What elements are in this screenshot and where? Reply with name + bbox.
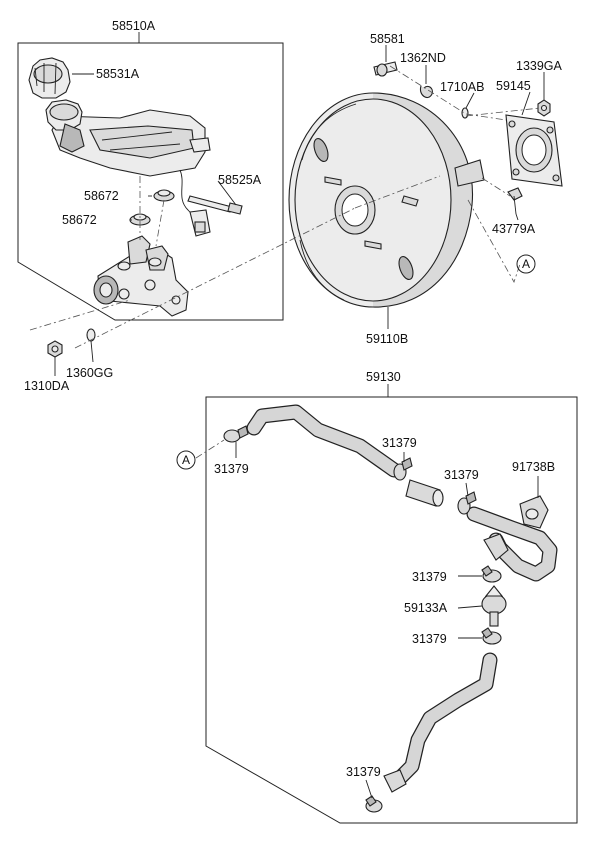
hose-connector[interactable] [405,479,444,507]
label-43779a: 43779A [492,222,536,236]
grommet-lower[interactable] [129,213,151,226]
label-31379-1: 31379 [214,462,249,476]
gasket-59145[interactable] [505,114,563,187]
o-ring[interactable] [461,107,469,119]
label-58510a: 58510A [112,19,156,33]
sensor-screw[interactable] [187,195,243,215]
hose-assembly-frame [205,396,578,824]
label-1710ab: 1710AB [440,80,484,94]
brake-booster[interactable] [288,92,485,308]
reference-a-upper: A [516,254,536,274]
label-1360gg: 1360GG [66,366,113,380]
master-cylinder-frame [17,42,284,321]
label-58672-upper: 58672 [84,189,119,203]
label-91738b: 91738B [512,460,555,474]
label-31379-2: 31379 [382,436,417,450]
snap-pin[interactable] [419,85,433,98]
label-1310da: 1310DA [24,379,70,393]
reference-a-lower: A [176,450,196,470]
grommet-upper[interactable] [153,189,175,202]
label-31379-3: 31379 [444,468,479,482]
hose-end-fitting[interactable] [383,769,407,793]
label-59110b: 59110B [366,332,408,346]
label-1362nd: 1362ND [400,51,446,65]
master-cylinder-body[interactable] [93,235,189,317]
label-59145: 59145 [496,79,531,93]
label-31379-5: 31379 [412,632,447,646]
label-31379-4: 31379 [412,570,447,584]
nut-1339ga[interactable] [537,99,551,117]
hose-elbow[interactable] [483,533,509,561]
label-58525a: 58525A [218,173,262,187]
label-59133a: 59133A [404,601,448,615]
reservoir-cap[interactable] [28,57,71,99]
master-cylinder-group [17,32,284,331]
hose-clamp-4[interactable] [481,565,502,583]
clip-43779a[interactable] [507,187,523,215]
label-58672-lower: 58672 [62,213,97,227]
check-valve[interactable] [481,585,507,627]
vacuum-hose-upper[interactable] [246,404,402,478]
vacuum-hose-middle[interactable] [466,506,558,582]
hose-clamp-5[interactable] [481,627,502,645]
vacuum-hose-lower[interactable] [390,652,498,788]
label-58581: 58581 [370,32,405,46]
hose-clamp-3[interactable] [457,491,477,515]
label-59130: 59130 [366,370,401,384]
ref-a-upper-text: A [522,257,530,271]
hose-clamp-2[interactable] [393,457,413,481]
reservoir-body[interactable] [45,99,211,177]
washer-1360gg[interactable] [86,328,96,342]
nut-1310da[interactable] [47,340,63,358]
label-1339ga: 1339GA [516,59,563,73]
hose-clamp-6[interactable] [365,795,383,813]
clevis-pin[interactable] [373,61,398,77]
label-58531a: 58531A [96,67,140,81]
ref-a-lower-text: A [182,453,190,467]
level-sensor-wire [179,169,211,237]
hose-clamp-1[interactable] [223,425,249,443]
label-31379-6: 31379 [346,765,381,779]
hose-assembly-group [205,384,578,824]
hose-bracket[interactable] [519,495,549,529]
